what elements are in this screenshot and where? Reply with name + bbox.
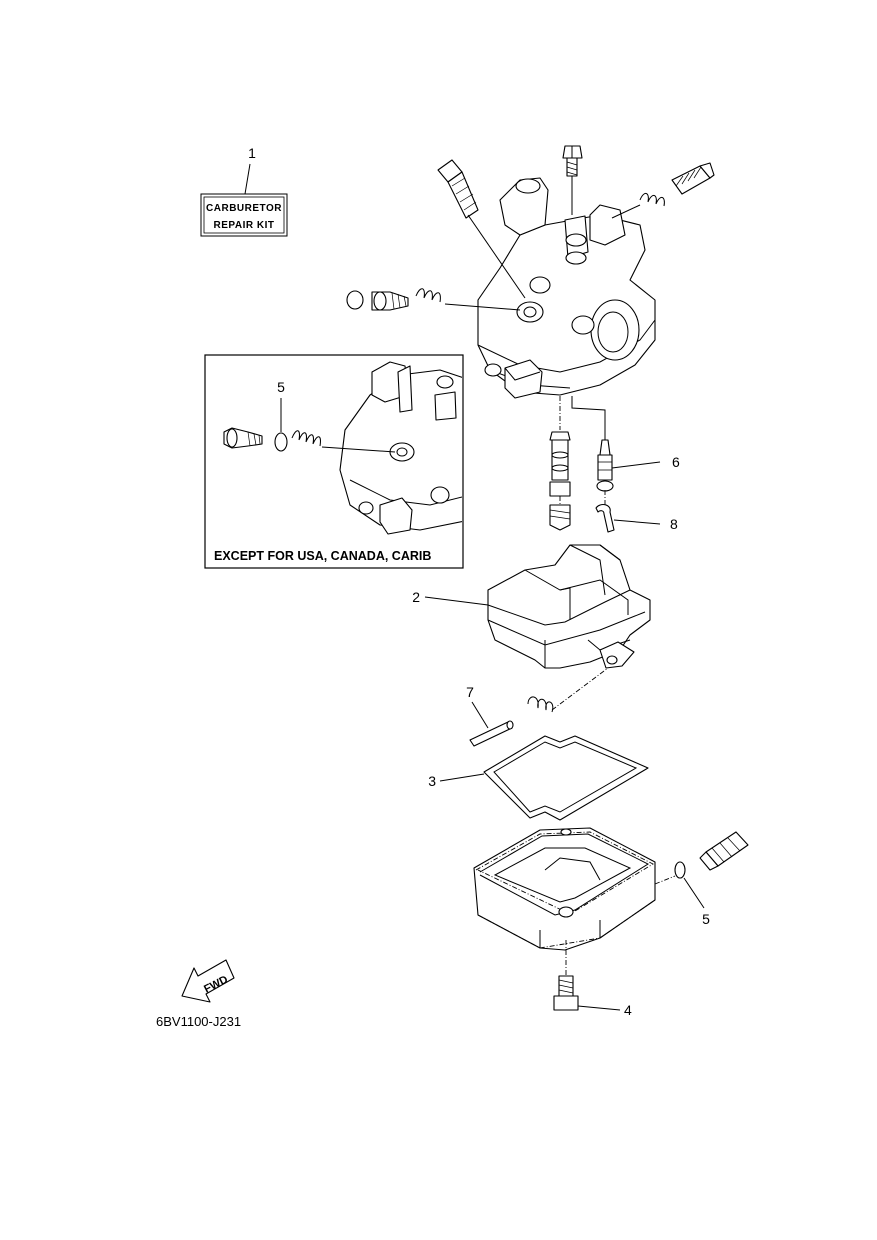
callout-5-drain: 5 [702,911,710,927]
diagram-code: 6BV1100-J231 [156,1014,241,1029]
carburetor-body [477,177,656,399]
float-pin [469,701,514,747]
float-clip [595,490,661,533]
callout-8: 8 [670,516,678,532]
callout-5-inset: 5 [277,379,285,395]
repair-kit-label-line1: CARBURETOR [206,203,282,214]
main-jet-stack [549,396,571,531]
callout-7: 7 [466,684,474,700]
callout-6: 6 [672,454,680,470]
repair-kit-label-line2: REPAIR KIT [214,220,275,231]
float-chamber [473,827,656,951]
callout-1: 1 [248,145,256,161]
inset-caption: EXCEPT FOR USA, CANADA, CARIB [214,549,431,563]
callout-3: 3 [428,773,436,789]
callout-2: 2 [412,589,420,605]
regional-inset: 5 EXCEPT FOR USA, CANADA, CARIB [204,354,464,569]
float-spring [527,667,609,713]
idle-adjust-screw [437,159,526,299]
needle-valve [571,396,661,492]
throttle-stop-screw [611,162,715,219]
callout-4: 4 [624,1002,632,1018]
top-screw [562,145,583,215]
drain-screw-assembly [654,831,749,909]
float-chamber-bolt [553,940,621,1011]
float [424,544,651,669]
float-chamber-gasket [439,735,649,821]
inset-o-ring [274,432,288,452]
pilot-screw-assembly [346,288,521,311]
fwd-arrow-icon: FWD [181,959,235,1003]
drain-o-ring [674,861,686,879]
repair-kit-box: CARBURETOR REPAIR KIT [200,193,288,237]
